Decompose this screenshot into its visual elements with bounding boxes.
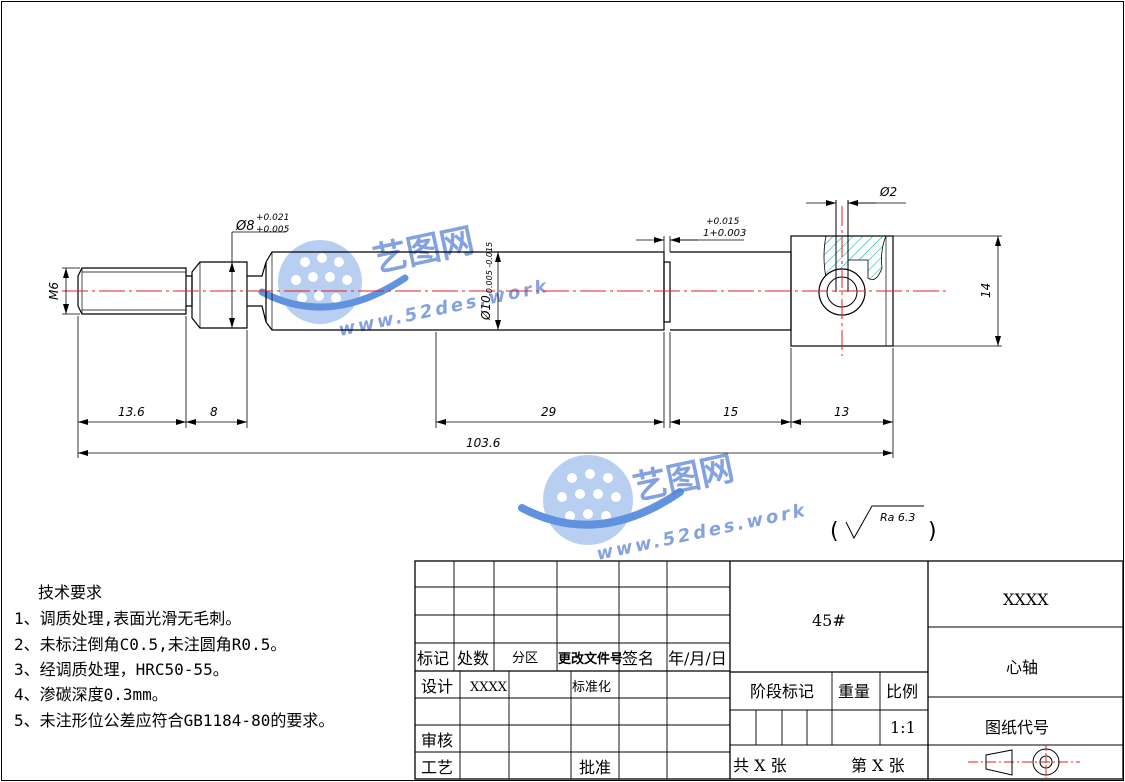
requirement-3: 3、经调质处理，HRC50-55。 <box>14 660 229 679</box>
tb-material: 45# <box>812 611 846 630</box>
watermark-brand-text: 艺图网 <box>370 220 478 280</box>
tb-stage-mark: 阶段标记 <box>750 682 814 701</box>
tb-total-sheets: 共 X 张 <box>733 756 787 775</box>
tb-standardization: 标准化 <box>572 680 611 695</box>
tb-weight: 重量 <box>838 682 870 701</box>
centerlines <box>62 206 950 356</box>
watermark-center: 艺图网 www.52des.work <box>518 448 809 565</box>
length-8: 8 <box>210 405 218 419</box>
watermark-top: 艺图网 www.52des.work <box>258 220 552 341</box>
technical-requirements: 技术要求 1、调质处理,表面光滑无毛刺。 2、未标注倒角C0.5,未注圆角R0.… <box>14 583 334 730</box>
tb-review: 审核 <box>421 731 453 750</box>
dia8-dimension: Ø8 <box>235 219 255 234</box>
paren-right: ) <box>928 519 937 544</box>
dia8-upper-tol: +0.021 <box>256 213 289 223</box>
paren-left: ( <box>830 519 839 544</box>
tb-zone: 分区 <box>512 651 538 666</box>
tb-company: XXXX <box>1003 590 1049 609</box>
height-dimension: 14 <box>979 283 993 298</box>
length-13-6: 13.6 <box>118 405 145 419</box>
tb-design: 设计 <box>421 677 453 696</box>
requirement-2: 2、未标注倒角C0.5,未注圆角R0.5。 <box>14 635 286 654</box>
requirements-title: 技术要求 <box>38 583 102 602</box>
groove-dimension: 1+0.003 <box>703 228 746 239</box>
groove <box>663 261 671 323</box>
tb-sheet-no: 第 X 张 <box>851 756 905 775</box>
tb-count: 处数 <box>457 649 489 668</box>
thread-dimension: M6 <box>47 282 61 300</box>
projection-symbol-icon <box>968 745 1080 779</box>
length-29: 29 <box>541 405 556 419</box>
groove-upper-tol: +0.015 <box>706 217 740 227</box>
length-15: 15 <box>723 405 738 419</box>
tb-designer: XXXX <box>470 680 508 695</box>
length-13: 13 <box>834 405 849 419</box>
roughness-value: Ra 6.3 <box>880 511 915 524</box>
tb-part-name: 心轴 <box>1006 658 1038 677</box>
tb-scale-label: 比例 <box>886 682 918 701</box>
watermark-url-text: www.52des.work <box>337 276 552 341</box>
title-block <box>414 560 1124 780</box>
requirement-4: 4、渗碳深度0.3mm。 <box>14 685 168 704</box>
dia10-dimension: Ø10 <box>479 295 493 321</box>
roughness-symbol: ( Ra 6.3 ) <box>830 505 937 544</box>
requirement-1: 1、调质处理,表面光滑无毛刺。 <box>14 609 241 628</box>
tb-drawing-code: 图纸代号 <box>985 718 1049 737</box>
dia8-lower-tol: +0.005 <box>256 225 290 235</box>
tb-process: 工艺 <box>421 758 453 777</box>
requirement-5: 5、未注形位公差应符合GB1184-80的要求。 <box>14 711 334 730</box>
watermark-globe-icon <box>258 240 409 324</box>
tb-change-doc: 更改文件号 <box>558 651 623 667</box>
partial-section <box>818 200 887 316</box>
watermark-globe-icon <box>518 455 684 545</box>
dimension-lines <box>62 200 1002 458</box>
tb-scale: 1:1 <box>890 718 916 737</box>
tb-signature: 签名 <box>622 649 654 668</box>
watermark-brand-text: 艺图网 <box>630 448 738 508</box>
dia10-tolerance: -0.005 -0.015 <box>485 242 494 296</box>
tb-date: 年/月/日 <box>668 649 727 668</box>
tb-mark: 标记 <box>417 649 449 668</box>
hole-dimension: Ø2 <box>879 185 897 199</box>
tb-approve: 批准 <box>579 758 611 777</box>
length-total: 103.6 <box>466 436 501 450</box>
